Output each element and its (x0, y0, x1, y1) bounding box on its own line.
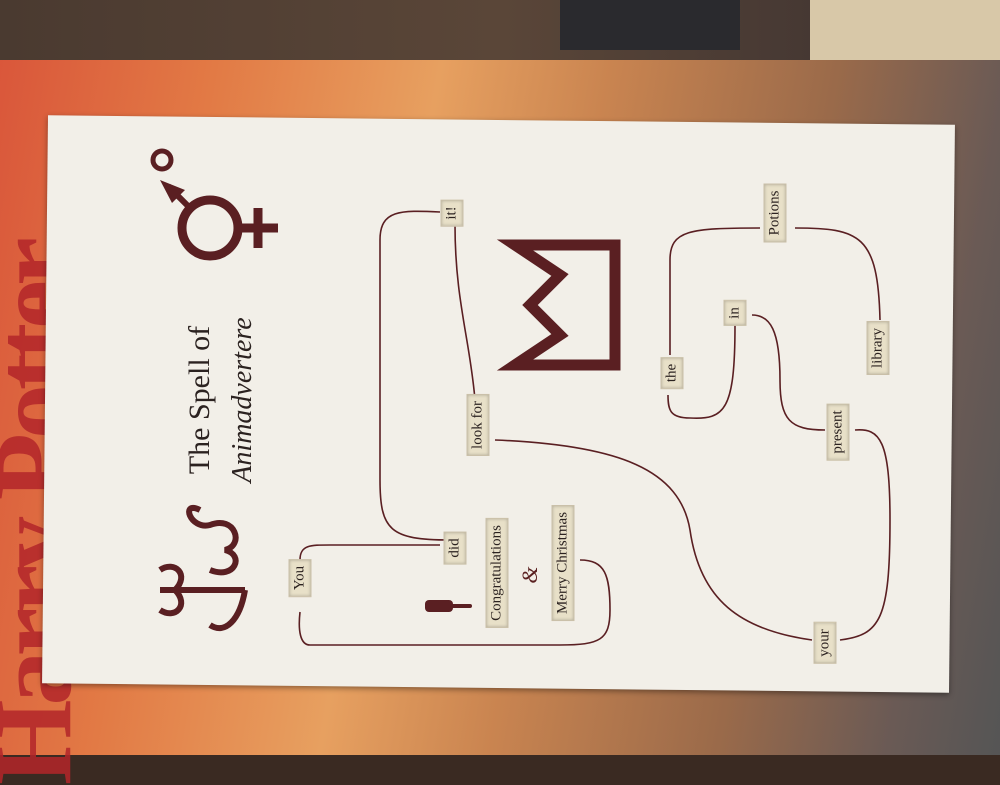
word-it: it! (440, 199, 464, 227)
word-did: did (443, 531, 467, 565)
pointing-hand-icon (425, 600, 472, 612)
ornamental-glyph (158, 505, 248, 632)
word-look-for: look for (466, 394, 490, 456)
mars-arrowhead (160, 180, 185, 203)
card-subtitle: Animadvertere (227, 317, 258, 483)
word-you: You (288, 558, 312, 598)
arrow-potions-library (794, 227, 881, 321)
venus-mars-symbol (150, 148, 278, 261)
arrow-in-the (667, 324, 736, 420)
word-in: in (723, 300, 747, 326)
arrow-it-lookfor (454, 224, 476, 401)
arrow-lookfor-your (494, 439, 813, 641)
decorative-box (810, 0, 1000, 60)
word-present: present (826, 403, 850, 461)
arrow-merry-you (298, 559, 611, 646)
dark-object (560, 0, 740, 50)
word-the: the (660, 356, 684, 390)
arrow-the-potions (669, 227, 761, 355)
arrow-present-in (751, 314, 826, 431)
arrow-your-present (839, 429, 891, 641)
arrow-you-did (299, 544, 440, 561)
word-library: library (866, 321, 890, 375)
card-title: The Spell of (183, 325, 216, 475)
word-merry-christmas: Merry Christmas (551, 504, 575, 622)
word-congratulations: Congratulations (485, 518, 509, 628)
word-potions: Potions (763, 183, 787, 243)
card-artwork (150, 148, 891, 646)
word-your: your (813, 622, 837, 664)
arrow-did-it (379, 210, 451, 541)
crown-symbol (496, 239, 621, 371)
ampersand: & (517, 566, 542, 584)
